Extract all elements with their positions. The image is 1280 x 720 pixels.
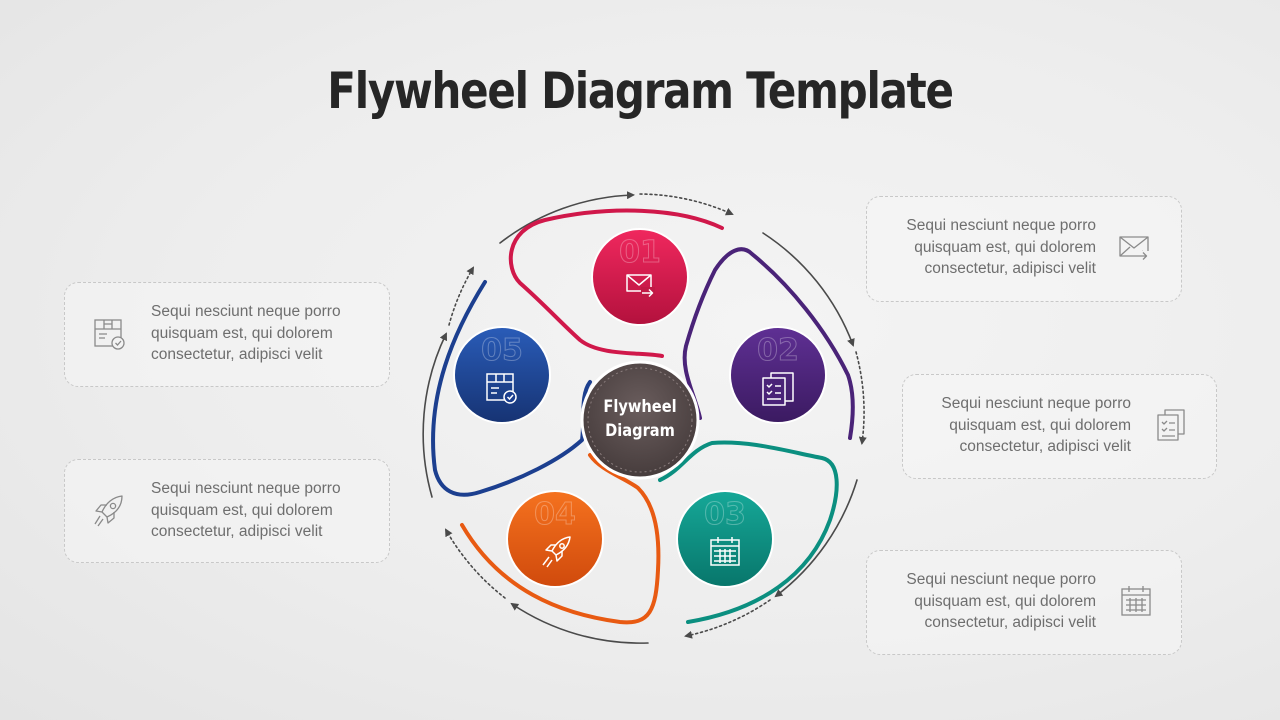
info-box-step-01: Sequi nesciunt neque porro quisquam est,… xyxy=(866,196,1182,302)
info-text: Sequi nesciunt neque porro quisquam est,… xyxy=(881,569,1096,634)
rotation-arrow-dotted xyxy=(639,193,734,216)
center-label-line: Flywheel xyxy=(603,397,677,417)
info-text-line: consectetur, adipisci velit xyxy=(924,614,1096,631)
info-box-step-03: Sequi nesciunt neque porro quisquam est,… xyxy=(866,550,1182,655)
step-node-02: 02 xyxy=(729,326,827,424)
info-text-line: quisquam est, qui dolorem xyxy=(151,324,333,342)
step-number: 02 xyxy=(757,333,799,368)
info-text-line: Sequi nesciunt neque porro xyxy=(906,217,1096,234)
rotation-arrow-dotted xyxy=(855,351,867,445)
center-label: Flywheel Diagram xyxy=(592,395,688,443)
calendar-icon xyxy=(710,537,740,566)
info-text: Sequi nesciunt neque porro quisquam est,… xyxy=(151,478,366,543)
info-text-line: Sequi nesciunt neque porro xyxy=(151,480,341,497)
info-text-line: quisquam est, qui dolorem xyxy=(151,501,333,519)
mail-forward-icon xyxy=(1117,229,1153,265)
center-hub xyxy=(580,360,700,480)
box-check-icon xyxy=(486,373,517,404)
info-text-line: quisquam est, qui dolorem xyxy=(914,238,1096,256)
rotation-arrow-dotted xyxy=(448,266,475,326)
center-label-line: Diagram xyxy=(605,421,675,441)
step-node-01: 01 xyxy=(591,228,689,326)
step-node-03: 03 xyxy=(676,490,774,588)
box-check-icon xyxy=(91,315,127,351)
flow-path-step-05 xyxy=(431,280,592,497)
info-text-line: Sequi nesciunt neque porro xyxy=(941,395,1131,412)
info-text: Sequi nesciunt neque porro quisquam est,… xyxy=(881,215,1096,280)
step-number: 04 xyxy=(534,497,576,532)
info-box-step-02: Sequi nesciunt neque porro quisquam est,… xyxy=(902,374,1217,479)
info-text-line: Sequi nesciunt neque porro xyxy=(151,303,341,320)
info-text-line: consectetur, adipisci velit xyxy=(924,260,1096,277)
page-title: Flywheel Diagram Template xyxy=(327,62,954,120)
info-text: Sequi nesciunt neque porro quisquam est,… xyxy=(916,393,1131,458)
clipboard-checklist-icon xyxy=(1153,407,1189,443)
rotation-arrow xyxy=(510,602,649,644)
info-text-line: consectetur, adipisci velit xyxy=(151,523,323,540)
rotation-arrow xyxy=(762,232,855,347)
rotation-arrow-dotted xyxy=(684,599,771,639)
info-text-line: quisquam est, qui dolorem xyxy=(914,592,1096,610)
clipboard-checklist-icon xyxy=(762,372,794,406)
flow-path-step-02 xyxy=(682,247,855,440)
info-text-line: consectetur, adipisci velit xyxy=(151,346,323,363)
info-text-line: consectetur, adipisci velit xyxy=(959,438,1131,455)
flywheel-diagram: 01 02 03 04 xyxy=(422,191,867,644)
rocket-icon xyxy=(91,492,127,528)
flow-path-step-04 xyxy=(460,453,661,625)
step-number: 03 xyxy=(704,497,746,532)
rotation-arrow xyxy=(499,191,635,244)
rotation-arrow xyxy=(774,479,858,598)
step-number: 05 xyxy=(481,333,523,368)
rotation-arrow-dotted xyxy=(445,528,506,599)
calendar-icon xyxy=(1118,583,1154,619)
rotation-arrow xyxy=(422,332,447,498)
info-text-line: quisquam est, qui dolorem xyxy=(949,416,1131,434)
info-box-step-05: Sequi nesciunt neque porro quisquam est,… xyxy=(64,282,390,387)
mail-forward-icon xyxy=(626,274,655,299)
flow-path-step-03 xyxy=(658,440,839,624)
rocket-icon xyxy=(542,536,571,568)
step-node-04: 04 xyxy=(506,490,604,588)
step-node-05: 05 xyxy=(453,326,551,424)
info-text: Sequi nesciunt neque porro quisquam est,… xyxy=(151,301,366,366)
flow-path-step-01 xyxy=(508,208,724,358)
info-text-line: Sequi nesciunt neque porro xyxy=(906,571,1096,588)
info-box-step-04: Sequi nesciunt neque porro quisquam est,… xyxy=(64,459,390,563)
step-number: 01 xyxy=(619,235,661,270)
